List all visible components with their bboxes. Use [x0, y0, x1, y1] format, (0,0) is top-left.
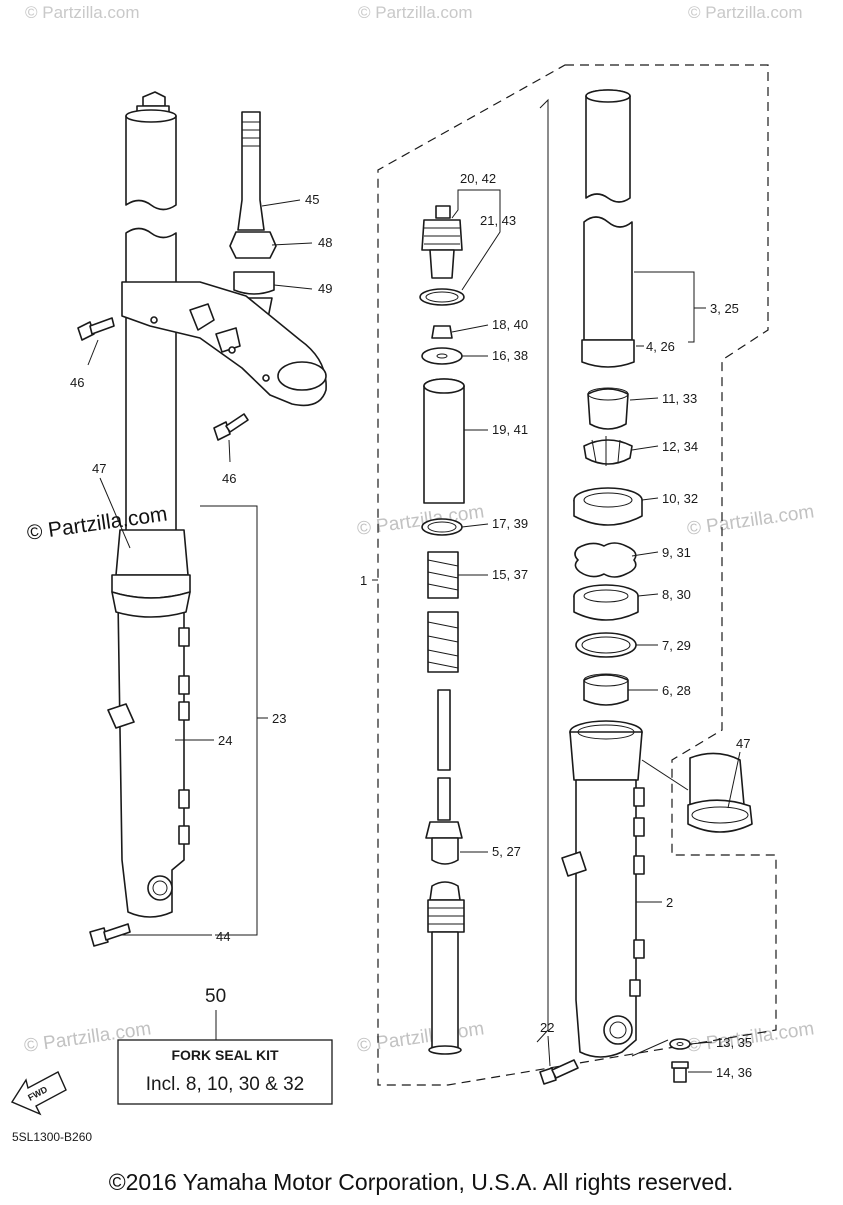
callout-7-29: 7, 29 — [662, 638, 691, 653]
callout-45: 45 — [305, 192, 319, 207]
complete-fork-leg — [77, 91, 327, 947]
watermark: © Partzilla.com — [356, 1018, 486, 1057]
callout-10-32: 10, 32 — [662, 491, 698, 506]
watermark: © Partzilla.com — [358, 3, 473, 22]
callout-23: 23 — [272, 711, 286, 726]
inner-tube-bracket — [536, 98, 549, 1043]
callout-4-26: 4, 26 — [646, 339, 675, 354]
callout-17-39: 17, 39 — [492, 516, 528, 531]
callout-8-30: 8, 30 — [662, 587, 691, 602]
watermark: © Partzilla.com — [25, 3, 140, 22]
callout-20-42: 20, 42 — [460, 171, 496, 186]
callout-46: 46 — [222, 471, 236, 486]
callout-6-28: 6, 28 — [662, 683, 691, 698]
kit-contents: Incl. 8, 10, 30 & 32 — [146, 1074, 304, 1095]
kit-box — [117, 1039, 333, 1105]
callout-5-27: 5, 27 — [492, 844, 521, 859]
fork-seal-kit: 50 FORK SEAL KIT Incl. 8, 10, 30 & 32 — [117, 986, 333, 1105]
callout-48: 48 — [318, 235, 332, 250]
watermark: © Partzilla.com — [688, 3, 803, 22]
callout-11-33: 11, 33 — [662, 391, 697, 406]
callout-12-34: 12, 34 — [662, 439, 698, 454]
callout-21-43: 21, 43 — [480, 213, 516, 228]
middle-leaders — [372, 189, 579, 1085]
right-leaders — [628, 271, 741, 1073]
callout-22: 22 — [540, 1020, 554, 1035]
callout-14-36: 14, 36 — [716, 1065, 752, 1080]
callout-49: 49 — [318, 281, 332, 296]
outer-tube-parts — [561, 89, 753, 1083]
damper-components — [419, 205, 465, 1055]
kit-title: FORK SEAL KIT — [171, 1047, 279, 1063]
callout-44: 44 — [216, 929, 230, 944]
watermark: © Partzilla.com — [686, 501, 816, 540]
callout-19-41: 19, 41 — [492, 422, 528, 437]
callout-16-38: 16, 38 — [492, 348, 528, 363]
copyright: ©2016 Yamaha Motor Corporation, U.S.A. A… — [109, 1169, 734, 1195]
kit-number: 50 — [205, 986, 226, 1007]
callout-47: 47 — [92, 461, 106, 476]
callout-15-37: 15, 37 — [492, 567, 528, 582]
callout-1: 1 — [360, 573, 367, 588]
left-leaders — [87, 199, 313, 936]
callout-labels: 45 48 49 46 46 47 23 24 44 20, 42 21, 43… — [70, 171, 752, 1080]
callout-13-35: 13, 35 — [716, 1035, 752, 1050]
callout-47: 47 — [736, 736, 750, 751]
assembly-boundary — [377, 64, 777, 1086]
callout-2: 2 — [666, 895, 673, 910]
watermark: © Partzilla.com — [356, 501, 486, 540]
callout-18-40: 18, 40 — [492, 317, 528, 332]
diagram-code: 5SL1300-B260 — [12, 1130, 92, 1144]
callout-9-31: 9, 31 — [662, 545, 691, 560]
callout-3-25: 3, 25 — [710, 301, 739, 316]
fwd-arrow-icon: FWD — [10, 1071, 67, 1116]
callout-46: 46 — [70, 375, 84, 390]
callout-24: 24 — [218, 733, 232, 748]
